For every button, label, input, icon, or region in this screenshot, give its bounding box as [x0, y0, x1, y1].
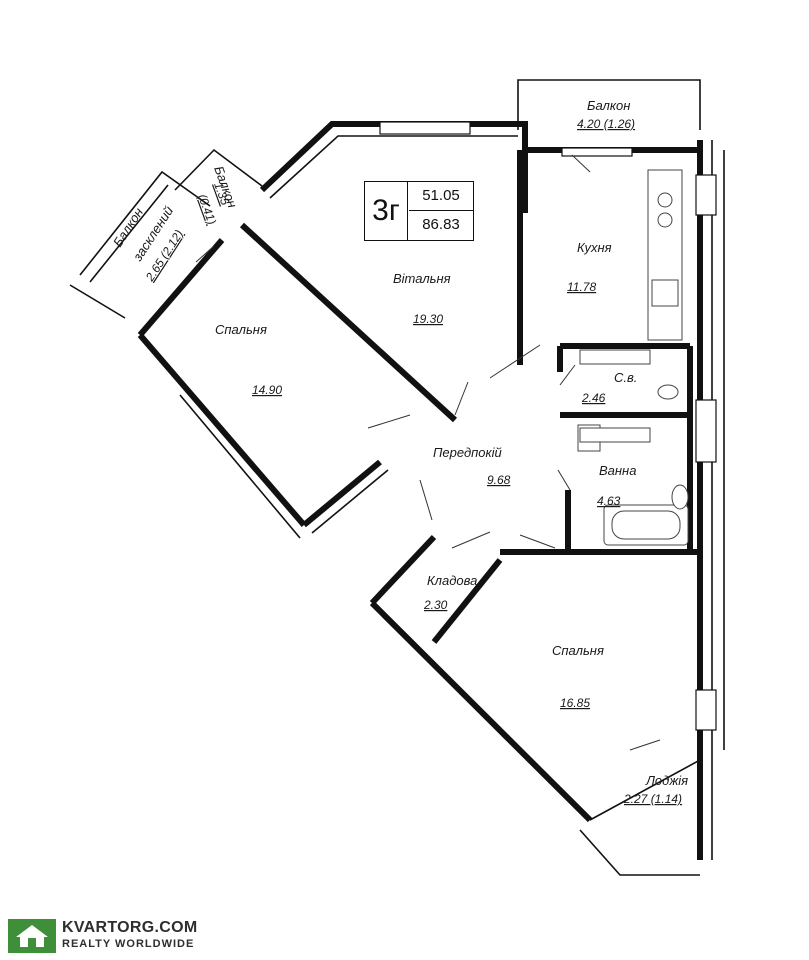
living-area: 51.05: [409, 182, 473, 211]
room-area-balcony-top: 4.20 (1.26): [577, 117, 635, 131]
room-label-wc: С.в.: [614, 370, 637, 385]
watermark-tagline: REALTY WORLDWIDE: [62, 938, 195, 950]
room-area-bedroom-2: 16.85: [560, 696, 590, 710]
room-area-storage: 2.30: [423, 598, 448, 612]
room-label-loggia: Лоджія: [645, 773, 688, 788]
room-area-living-room: 19.30: [413, 312, 443, 326]
room-label-bedroom-1: Спальня: [215, 322, 267, 337]
room-area-bedroom-1: 14.90: [252, 383, 282, 397]
room-area-balcony-small-secondary: (0.41): [195, 192, 219, 226]
room-area-hallway: 9.68: [487, 473, 511, 487]
room-label-balcony-top: Балкон: [587, 98, 630, 113]
room-area-loggia: 2.27 (1.14): [623, 792, 682, 806]
room-label-hallway: Передпокій: [433, 445, 502, 460]
windows: [379, 121, 717, 731]
room-label-kitchen: Кухня: [577, 240, 612, 255]
room-label-storage: Кладова: [427, 573, 477, 588]
door-swings: [195, 154, 661, 751]
room-area-wc: 2.46: [581, 391, 606, 405]
room-label-living-room: Вітальня: [393, 271, 451, 286]
bathroom-fixtures: [577, 349, 689, 546]
watermark-site: KVARTORG.COM: [62, 919, 198, 936]
kitchen-fixtures: [647, 169, 683, 341]
room-labels: Балкон 4.20 (1.26) Балкон 1.35 (0.41) Ба…: [110, 98, 688, 806]
apartment-badge: 3г 51.05 86.83: [364, 181, 474, 241]
house-icon: [8, 919, 56, 953]
room-area-bathroom: 4.63: [597, 494, 621, 508]
room-area-kitchen: 11.78: [567, 280, 596, 294]
total-area: 86.83: [422, 216, 460, 233]
apartment-type: 3г: [365, 182, 408, 240]
room-label-bedroom-2: Спальня: [552, 643, 604, 658]
room-label-bathroom: Ванна: [599, 463, 636, 478]
